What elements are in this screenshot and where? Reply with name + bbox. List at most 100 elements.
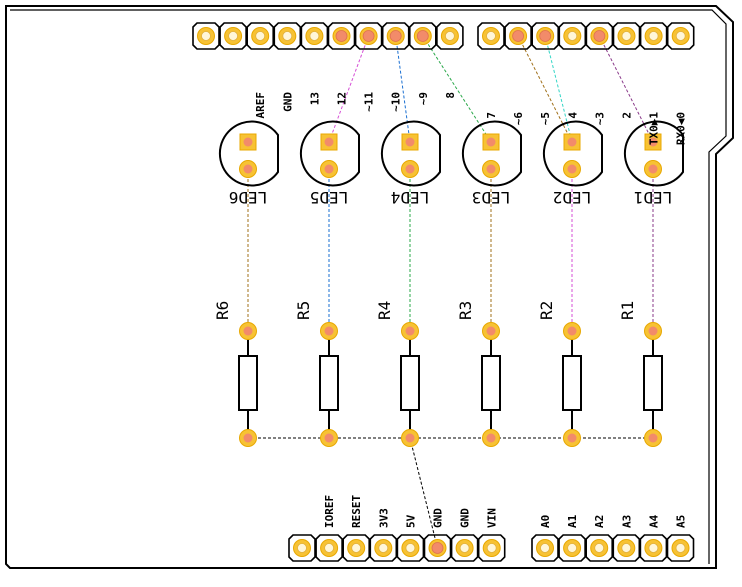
resistor-pad-hole (243, 433, 253, 443)
bottom-left-pin-label: GND (459, 508, 472, 528)
top-left-pin-label: AREF (254, 92, 267, 119)
bottom-right-pin-outline (558, 534, 586, 562)
resistor-pad-hole (324, 433, 334, 443)
led-ref-label: LED1 (634, 188, 673, 207)
bottom-right-pin-hole (648, 543, 659, 553)
top-left-pin-outline (354, 22, 383, 50)
led-pad-hole (405, 164, 415, 174)
bottom-left-pin-outline (369, 534, 398, 562)
top-right-pin-outline (558, 22, 587, 50)
bottom-left-pin-hole (431, 542, 444, 554)
bottom-right-pin-label: A1 (566, 514, 579, 528)
led-pad-hole (243, 137, 253, 147)
trace-pin10-led3 (422, 35, 492, 143)
top-left-pin-outline (381, 22, 410, 50)
top-right-pin-outline (639, 22, 668, 50)
led-ref-label: LED4 (391, 188, 430, 207)
top-right-pin-label: 7 (485, 112, 498, 119)
bottom-left-pin-outline (477, 534, 506, 562)
bottom-right-pin-outline (639, 534, 668, 562)
resistor-body (562, 355, 582, 411)
led-ref-label: LED2 (553, 188, 592, 207)
top-left-pin-hole (416, 30, 429, 42)
led-body (218, 120, 279, 187)
top-left-pin-label: 8 (444, 92, 457, 99)
trace-pin3-led1 (598, 35, 654, 143)
resistor-pad-hole (648, 433, 658, 443)
header-layer (192, 22, 695, 562)
led-body (623, 120, 684, 187)
led-ref-label: LED6 (229, 188, 268, 207)
resistor-ref-label: R3 (456, 301, 475, 320)
bottom-left-pin-hole (486, 543, 497, 553)
top-left-pin-outline (436, 22, 464, 50)
bottom-left-pin-outline (342, 534, 370, 562)
led-pad-hole (324, 137, 334, 147)
top-right-pin-label: RX0◀0 (675, 112, 688, 145)
trace-pin11-led4 (395, 35, 411, 143)
resistor-pad-hole (486, 326, 496, 336)
bottom-left-pin-outline (396, 534, 425, 562)
bottom-right-pin-outline (666, 534, 695, 562)
top-left-pin-hole (228, 31, 239, 41)
resistor-body (400, 355, 420, 411)
top-left-pin-hole (201, 31, 211, 41)
top-left-pin-label: ~10 (390, 92, 403, 112)
top-right-pin-outline (666, 22, 695, 50)
led-pad-hole (405, 137, 415, 147)
top-right-pin-hole (539, 30, 552, 42)
top-right-pin-hole (486, 31, 496, 41)
top-right-pin-label: ~6 (512, 112, 525, 126)
resistor-ref-label: R5 (294, 301, 313, 320)
led-ref-label: LED5 (310, 188, 349, 207)
bottom-left-pin-hole (378, 543, 389, 553)
bottom-left-pin-label: 3V3 (377, 508, 390, 528)
bottom-right-pin-label: A2 (593, 515, 606, 528)
led-pad-hole (567, 137, 577, 147)
top-left-pin-outline (327, 22, 356, 50)
top-left-pin-label: ~11 (363, 92, 376, 112)
top-right-pin-hole (567, 31, 578, 41)
bottom-left-pin-hole (459, 543, 470, 553)
resistor-pad-hole (648, 326, 658, 336)
resistor-pad-hole (405, 433, 415, 443)
bottom-left-pin-label: GND (432, 508, 445, 528)
bottom-left-pin-label: VIN (486, 508, 499, 528)
bottom-right-pin-outline (531, 534, 559, 562)
led-ref-label: LED3 (472, 188, 511, 207)
top-left-pin-label: ~9 (417, 92, 430, 105)
led-pad-hole (567, 164, 577, 174)
top-right-pin-hole (621, 31, 632, 41)
board-inner-outline (10, 9, 727, 564)
led-pad-hole (324, 164, 334, 174)
top-left-pin-label: 13 (308, 92, 321, 105)
bottom-left-pin-label: IOREF (323, 495, 336, 528)
board-outline (5, 5, 734, 569)
top-right-pin-hole (675, 31, 686, 41)
resistor-ref-label: R2 (537, 301, 556, 320)
led-pad-hole (648, 137, 658, 147)
led-pad-hole (243, 164, 253, 174)
resistor-pad-hole (567, 326, 577, 336)
bottom-left-pin-outline (315, 534, 343, 562)
trace-layer (247, 35, 654, 549)
bottom-left-pin-hole (324, 543, 335, 553)
led-pad-hole (486, 137, 496, 147)
top-right-pin-hole (648, 31, 659, 41)
led-body (542, 120, 603, 187)
top-right-pin-outline (585, 22, 614, 50)
top-right-pin-label: ~5 (539, 112, 552, 125)
bottom-left-pin-outline (423, 534, 452, 562)
bottom-left-pin-outline (288, 534, 316, 562)
top-right-pin-label: 4 (566, 112, 579, 119)
top-left-pin-hole (389, 30, 402, 42)
bottom-right-pin-label: A4 (647, 514, 660, 528)
led-pad-hole (648, 164, 658, 174)
top-left-pin-hole (362, 30, 375, 42)
top-right-pin-hole (512, 30, 524, 42)
top-right-pin-outline (504, 22, 532, 50)
bottom-left-pin-label: RESET (350, 495, 363, 528)
resistor-layer (238, 322, 663, 447)
